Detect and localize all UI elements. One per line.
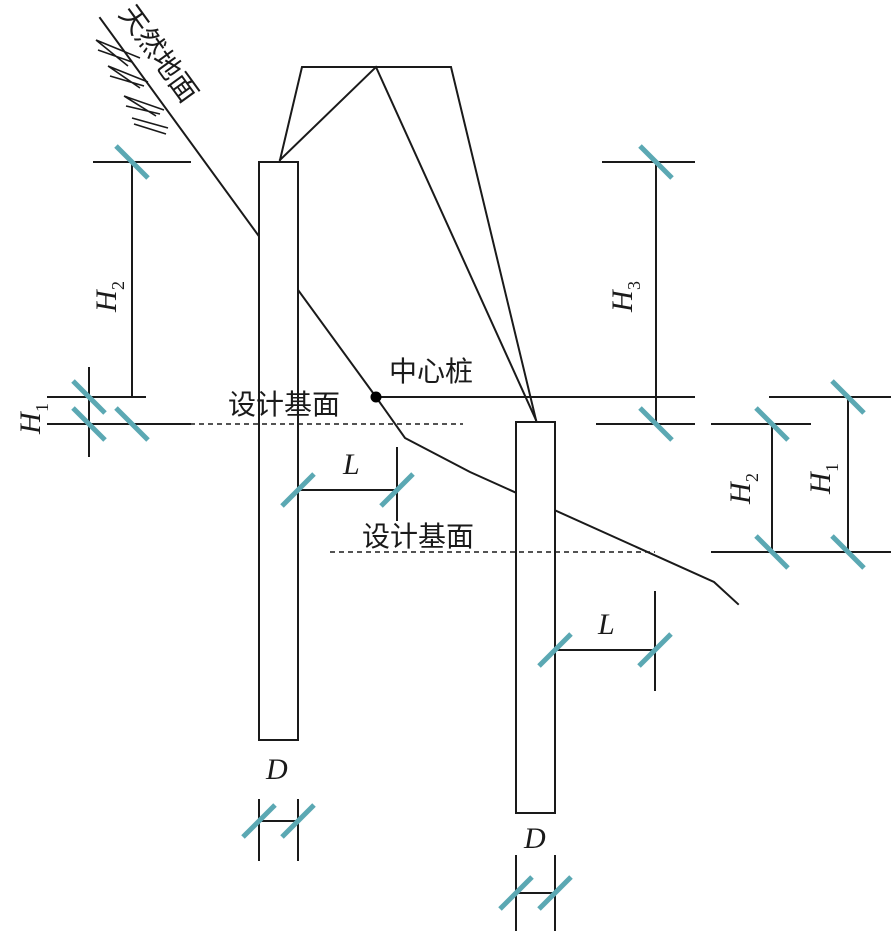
svg-text:1: 1 [822,463,842,472]
l-label-left: L [342,448,360,481]
dim-d-right [498,855,573,931]
center-pile-point [370,391,382,403]
l-label-right: L [597,608,615,641]
h2-label-left: H 2 [90,281,128,313]
svg-text:H: H [804,470,837,495]
svg-text:2: 2 [108,281,128,290]
d-label-left: D [265,753,288,786]
svg-text:H: H [90,288,123,313]
h2-label-right: H 2 [724,473,762,505]
svg-text:3: 3 [624,281,644,290]
dim-h2-h1-right [711,379,891,570]
h3-label: H 3 [606,281,644,313]
dim-d-left [241,799,316,861]
svg-text:H: H [724,480,757,505]
svg-text:H: H [606,288,639,313]
pile-left [258,161,299,741]
dim-l-right [537,591,673,691]
ground-hatching [95,39,169,135]
tower-frame [278,65,538,422]
h1-label-left: H 1 [14,403,52,435]
h1-label-right: H 1 [804,463,842,495]
design-base-label-1: 设计基面 [228,388,340,421]
svg-text:1: 1 [32,403,52,412]
d-label-right: D [523,822,546,855]
natural-ground-line [98,16,740,606]
pile-right [515,421,556,814]
dim-h3 [596,144,695,442]
dim-h1-left [47,367,191,457]
center-pile-label: 中心桩 [389,355,473,388]
dim-l-left [280,447,415,521]
svg-text:H: H [14,410,47,435]
design-base-label-2: 设计基面 [362,520,474,553]
dim-h2-left [47,144,191,398]
svg-text:2: 2 [742,473,762,482]
